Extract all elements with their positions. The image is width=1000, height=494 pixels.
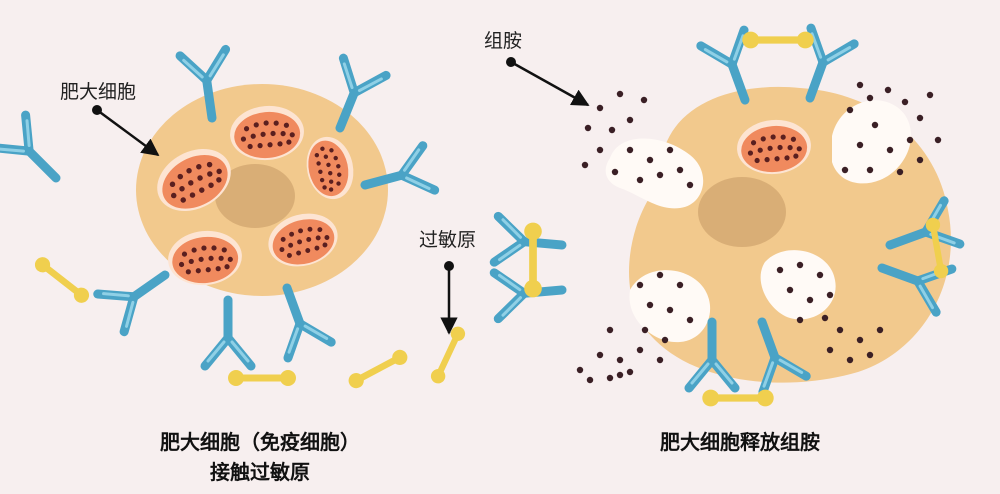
histamine-dot (676, 166, 684, 174)
histamine-dot (856, 141, 864, 149)
histamine-dot (686, 316, 694, 324)
histamine-dot (666, 146, 674, 154)
histamine-dot (901, 98, 909, 106)
histamine-dot (866, 94, 874, 102)
histamine-dot (884, 86, 892, 94)
arrow-icon (506, 57, 590, 107)
histamine-dot (841, 166, 849, 174)
histamine-label: 组胺 (484, 30, 523, 52)
histamine-dot (826, 291, 834, 299)
histamine-dot (906, 136, 914, 144)
histamine-icon (576, 81, 942, 384)
histamine-dot (666, 306, 674, 314)
histamine-dot (871, 121, 879, 129)
allergen-label: 过敏原 (419, 229, 477, 251)
histamine-dot (896, 168, 904, 176)
histamine-dot (836, 326, 844, 334)
histamine-dot (640, 96, 648, 104)
histamine-dot (576, 366, 584, 374)
nucleus-left (215, 164, 295, 228)
histamine-dot (776, 266, 784, 274)
histamine-dot (596, 351, 604, 359)
arrow-icon (92, 105, 458, 335)
histamine-dot (656, 171, 664, 179)
histamine-dot (626, 116, 634, 124)
histamine-dot (608, 126, 616, 134)
histamine-dot (796, 316, 804, 324)
histamine-dot (641, 326, 649, 334)
histamine-dot (826, 346, 834, 354)
histamine-dot (616, 371, 624, 379)
right-caption: 肥大细胞释放组胺 (660, 430, 820, 454)
histamine-dot (626, 368, 634, 376)
left-caption-line1: 肥大细胞（免疫细胞） (160, 430, 360, 454)
histamine-dot (934, 136, 942, 144)
histamine-dot (661, 336, 669, 344)
histamine-dot (586, 376, 594, 384)
histamine-dot (846, 106, 854, 114)
histamine-dot (856, 81, 864, 89)
histamine-dot (596, 146, 604, 154)
histamine-dot (626, 146, 634, 154)
histamine-dot (656, 271, 664, 279)
histamine-dot (816, 271, 824, 279)
histamine-dot (806, 296, 814, 304)
histamine-dot (686, 181, 694, 189)
histamine-dot (916, 114, 924, 122)
histamine-dot (636, 346, 644, 354)
mast-cell-label: 肥大细胞 (60, 81, 137, 103)
histamine-dot (886, 146, 894, 154)
histamine-dot (646, 301, 654, 309)
histamine-dot (581, 161, 589, 169)
histamine-dot (656, 356, 664, 364)
histamine-dot (866, 166, 874, 174)
histamine-dot (584, 124, 592, 132)
histamine-dot (636, 281, 644, 289)
histamine-dot (916, 156, 924, 164)
histamine-dot (856, 336, 864, 344)
histamine-dot (676, 281, 684, 289)
histamine-dot (636, 176, 644, 184)
histamine-dot (866, 351, 874, 359)
histamine-dot (646, 156, 654, 164)
histamine-dot (616, 90, 624, 98)
nucleus-right (698, 177, 786, 247)
histamine-dot (846, 356, 854, 364)
histamine-dot (821, 314, 829, 322)
histamine-dot (611, 168, 619, 176)
histamine-dot (616, 356, 624, 364)
histamine-dot (606, 326, 614, 334)
histamine-dot (926, 91, 934, 99)
histamine-dot (596, 104, 604, 112)
histamine-dot (876, 326, 884, 334)
histamine-dot (606, 374, 614, 382)
left-caption-line2: 接触过敏原 (210, 460, 310, 484)
histamine-dot (796, 261, 804, 269)
histamine-dot (786, 286, 794, 294)
